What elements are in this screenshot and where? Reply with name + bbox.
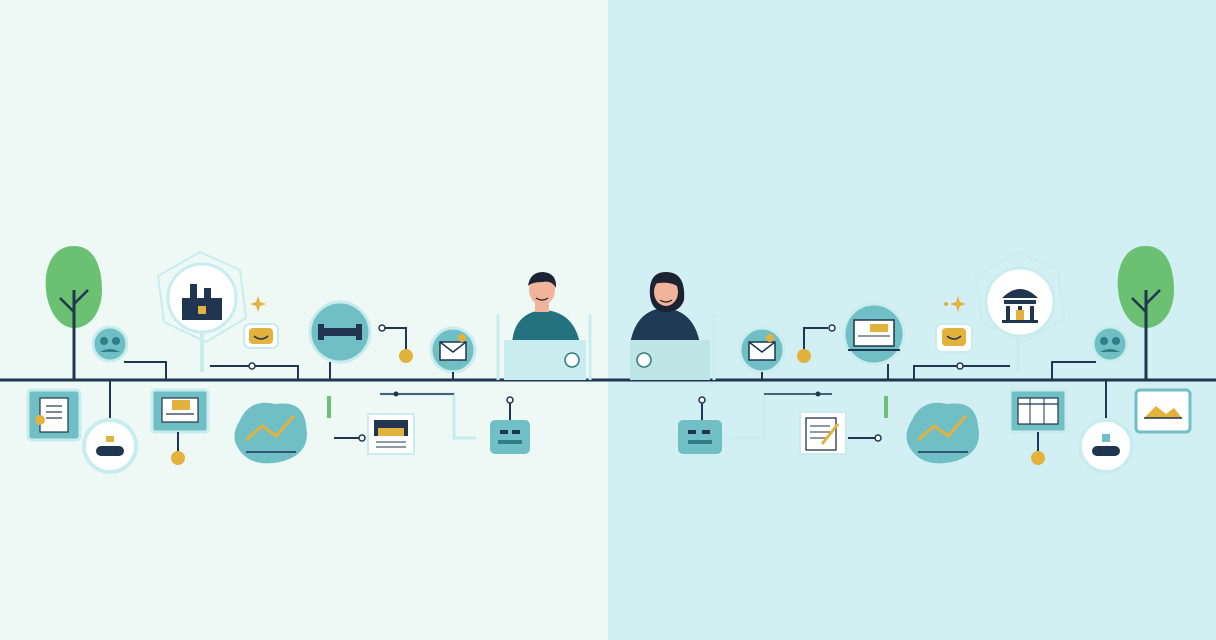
laptop-icon [496, 314, 592, 380]
sparkle-icon [250, 296, 266, 312]
report-card-icon [367, 413, 415, 455]
people-icon [1091, 325, 1129, 363]
marker-icon [327, 396, 331, 418]
smiley-bubble-icon [935, 323, 973, 353]
pill-badge-icon [1078, 418, 1134, 474]
laptop-icon [630, 314, 716, 380]
tree-icon [45, 246, 102, 380]
computer-chart-icon [842, 302, 906, 366]
right-person-avatar [630, 272, 700, 344]
robot-icon [678, 396, 722, 454]
document-icon [26, 388, 82, 442]
barbell-icon [308, 300, 372, 364]
left-person-avatar [512, 272, 580, 344]
chat-document-icon [150, 388, 210, 434]
factory-icon [156, 250, 248, 344]
smiley-bubble-icon [243, 323, 279, 349]
people-icon [91, 325, 129, 363]
envelope-icon [429, 326, 477, 374]
spreadsheet-icon [1008, 388, 1068, 434]
left-panel-fill [0, 0, 608, 640]
right-panel-fill [608, 0, 1216, 640]
sparkle-icon [944, 296, 966, 312]
chart-icon [906, 402, 979, 464]
note-icon [799, 411, 847, 455]
envelope-icon [738, 326, 786, 374]
robot-icon [490, 396, 530, 454]
marker-icon [884, 396, 888, 418]
tree-icon [1117, 246, 1174, 380]
chart-icon [234, 402, 307, 464]
bank-icon [974, 250, 1066, 344]
landscape-card-icon [1134, 388, 1192, 434]
pill-badge-icon [82, 418, 138, 474]
